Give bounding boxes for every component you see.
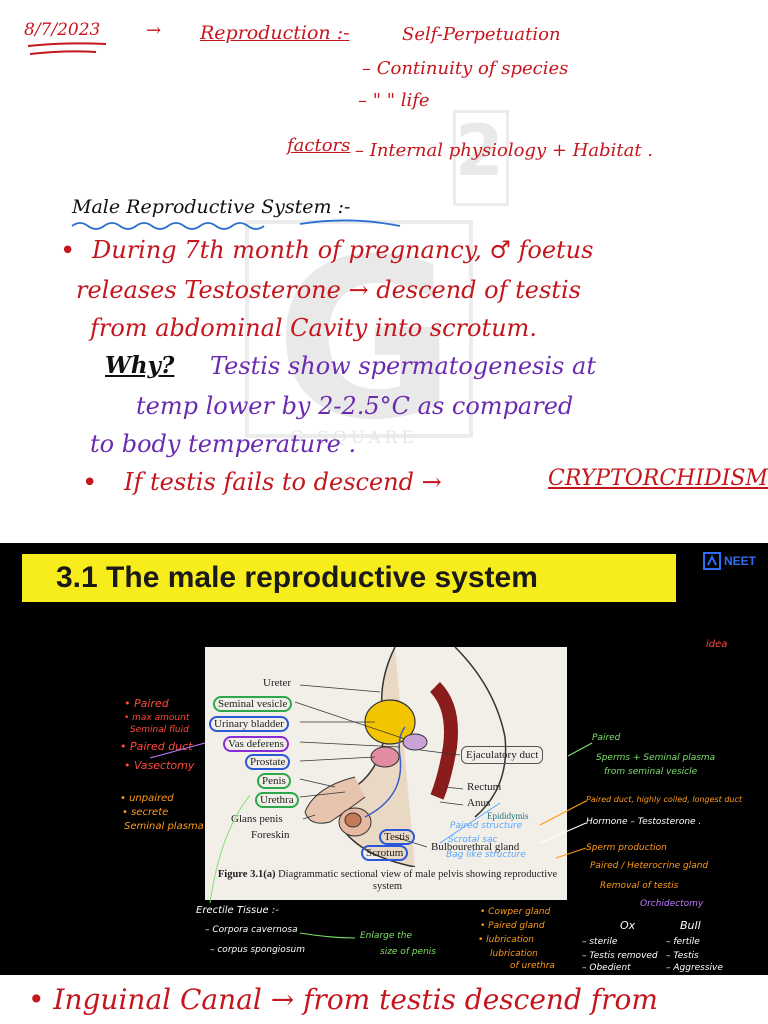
rep-point-3: – " " life: [358, 90, 430, 111]
label-epididymis: Epididymis: [487, 811, 529, 821]
label-ureter: Ureter: [263, 677, 292, 689]
label-scrotum: Scrotum: [361, 845, 409, 861]
rep-point-2: – Continuity of species: [362, 58, 569, 79]
label-penis: Penis: [257, 773, 291, 789]
annot-mid-2: Scrotal sac: [448, 835, 498, 845]
annot-left-6: • unpaired: [120, 793, 174, 804]
table-ox-2: – Testis removed: [582, 951, 658, 961]
neet-logo: NEET: [702, 549, 766, 575]
label-anus: Anus: [467, 797, 491, 809]
label-foreskin: Foreskin: [251, 829, 290, 841]
pelvis-diagram: [294, 647, 507, 867]
note-line-4: Testis show spermatogenesis at: [210, 352, 596, 380]
annot-left-1: • Paired: [124, 697, 169, 710]
annot-left-2: • max amount: [124, 713, 190, 723]
label-seminal-vesicle: Seminal vesicle: [213, 696, 293, 712]
annot-right-2: Sperms + Seminal plasma: [596, 753, 716, 763]
annot-right-9: Orchidectomy: [640, 899, 704, 909]
neet-logo-icon: [703, 552, 721, 570]
annot-erectile-title: Erectile Tissue :-: [196, 905, 279, 916]
note-line-2: releases Testosterone → descend of testi…: [76, 276, 581, 304]
label-ejaculatory-duct: Ejaculatory duct: [461, 746, 544, 764]
annot-enlarge-2: size of penis: [380, 947, 436, 957]
reproduction-heading: Reproduction :-: [200, 22, 350, 44]
caption-text: Diagrammatic sectional view of male pelv…: [275, 869, 558, 892]
note-arrow: →: [146, 20, 162, 41]
annot-left-5: • Vasectomy: [124, 759, 195, 772]
annot-right-3: from seminal vesicle: [604, 767, 698, 777]
anatomy-figure: Ureter Seminal vesicle Urinary bladder V…: [205, 647, 567, 900]
label-glans-penis: Glans penis: [231, 813, 283, 825]
table-bull-3: – Aggressive: [666, 963, 723, 973]
annot-left-4: • Paired duct: [120, 740, 193, 753]
why-label: Why?: [105, 352, 175, 379]
table-ox-1: – sterile: [582, 937, 618, 947]
annot-left-3: Seminal fluid: [130, 725, 189, 735]
annot-erectile-1: – Corpora cavernosa: [205, 925, 298, 935]
heading-underline: [71, 219, 401, 230]
label-rectum: Rectum: [467, 781, 502, 793]
annot-right-7: Paired / Heterocrine gland: [590, 861, 709, 871]
date-underline: [27, 42, 107, 55]
lecture-slide: 3.1 The male reproductive system NEET id…: [0, 543, 768, 975]
note-line-7: If testis fails to descend →: [124, 468, 442, 496]
annot-bottom-1: • Cowper gland: [480, 907, 551, 917]
note-line-6: to body temperature .: [90, 430, 357, 458]
annot-bottom-3: • lubrication: [478, 935, 534, 945]
annot-bottom-2: • Paired gland: [480, 921, 545, 931]
label-vas-deferens: Vas deferens: [223, 736, 289, 752]
label-urethra: Urethra: [255, 792, 299, 808]
rep-point-1: Self-Perpetuation: [402, 24, 561, 45]
note-date: 8/7/2023: [24, 20, 101, 40]
bottom-note: • Inguinal Canal → from testis descend f…: [28, 983, 658, 1016]
label-bulbourethral: Bulbourethral gland: [431, 841, 520, 853]
annot-right-5: Hormone – Testosterone .: [586, 817, 702, 827]
watermark-text: G SQUARE: [290, 428, 418, 448]
neet-logo-text: NEET: [724, 554, 757, 568]
note-line-1: During 7th month of pregnancy, ♂ foetus: [92, 236, 594, 264]
figure-caption: Figure 3.1(a) Diagrammatic sectional vie…: [215, 869, 560, 893]
annot-mid-1: Paired structure: [450, 821, 523, 831]
annot-erectile-2: – corpus spongiosum: [210, 945, 305, 955]
annot-bottom-4: lubrication: [490, 949, 538, 959]
factors-text: – Internal physiology + Habitat .: [355, 140, 653, 161]
caption-bold: Figure 3.1(a): [217, 869, 276, 880]
label-prostate: Prostate: [245, 754, 291, 770]
watermark-frame-small: [453, 110, 509, 206]
factors-label: factors: [287, 135, 351, 156]
annot-left-7: • secrete: [122, 807, 169, 818]
bullet-2: •: [82, 468, 98, 498]
annot-enlarge-1: Enlarge the: [360, 931, 412, 941]
watermark-number: 2: [455, 110, 504, 192]
corner-note: idea: [706, 639, 728, 650]
annot-left-8: Seminal plasma: [124, 821, 204, 832]
annot-right-1: Paired: [592, 733, 621, 743]
annot-bottom-5: of urethra: [510, 961, 555, 971]
table-col-ox: Ox: [620, 919, 636, 932]
label-testis: Testis: [379, 829, 415, 845]
slide-title: 3.1 The male reproductive system: [22, 554, 676, 602]
table-col-bull: Bull: [680, 919, 701, 932]
watermark-frame: [245, 220, 473, 438]
label-urinary-bladder: Urinary bladder: [209, 716, 289, 732]
note-line-5: temp lower by 2-2.5°C as compared: [136, 392, 574, 420]
bullet-1: •: [60, 236, 76, 266]
annot-right-8: Removal of testis: [600, 881, 679, 891]
table-bull-2: – Testis: [666, 951, 699, 961]
annot-mid-3: Bag like structure: [446, 850, 526, 860]
note-line-3: from abdominal Cavity into scrotum.: [90, 314, 537, 342]
cryptorchidism-term: CRYPTORCHIDISM: [548, 466, 768, 491]
g-square-watermark: G 2 G SQUARE: [205, 110, 509, 450]
table-ox-3: – Obedient: [582, 963, 631, 973]
watermark-letter: G: [275, 212, 456, 468]
annot-right-4: Paired duct, highly coiled, longest duct: [586, 795, 743, 804]
annot-right-6: Sperm production: [586, 843, 667, 853]
male-system-heading: Male Reproductive System :-: [72, 196, 351, 218]
table-bull-1: – fertile: [666, 937, 700, 947]
